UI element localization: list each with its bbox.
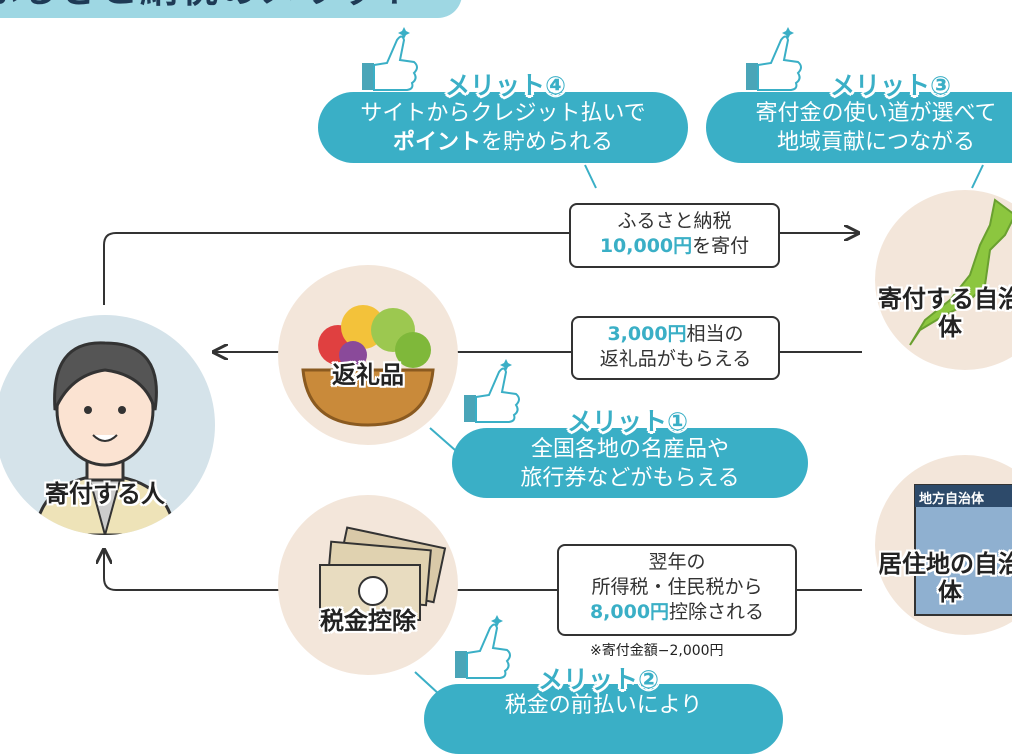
- tax-circle: 税金控除: [278, 495, 458, 675]
- title-banner: ふるさと納税のメリット: [0, 0, 462, 18]
- merit-1-line1: 全国各地の名産品や: [530, 437, 729, 462]
- person-illustration: [33, 341, 177, 535]
- merit-3-line2: 地域貢献につながる: [776, 130, 975, 155]
- fruit-basket-icon: [301, 305, 435, 427]
- resident-municipality-label: 居住地の自治体: [878, 550, 1012, 606]
- donation-line1: ふるさと納税: [617, 210, 732, 232]
- gift-box: 3,000円相当の 返礼品がもらえる: [571, 316, 780, 380]
- merit-4-line2: を貯められる: [481, 130, 614, 155]
- gift-suffix: 相当の: [686, 323, 744, 345]
- merit-2-heading: メリット②: [538, 665, 660, 694]
- deduction-line1: 翌年の: [648, 551, 706, 573]
- merit-4-pill: サイトからクレジット払いで ポイントを貯められる: [318, 92, 688, 163]
- deduction-box: 翌年の 所得税・住民税から 8,000円控除される: [557, 544, 797, 636]
- donation-box: ふるさと納税 10,000円を寄付: [569, 203, 780, 268]
- donor-label: 寄付する人: [45, 480, 165, 508]
- merit-4-heading: メリット④: [445, 71, 567, 100]
- donation-suffix: を寄付: [692, 235, 750, 257]
- merit-2-line1: 税金の前払いにより: [504, 693, 703, 718]
- merit-4-bold: ポイント: [392, 130, 481, 155]
- city-hall-icon: [914, 484, 1012, 616]
- deduction-amount: 8,000円: [589, 601, 670, 623]
- japan-map-icon: [909, 198, 1012, 346]
- municipality-sign: 地方自治体: [919, 492, 985, 507]
- deduction-note: ※寄付金額−2,000円: [590, 643, 724, 659]
- page-title: ふるさと納税のメリット: [0, 0, 420, 13]
- deduction-line2: 所得税・住民税から: [591, 576, 763, 598]
- donation-arrow: [103, 233, 858, 305]
- merit-3-line1: 寄付金の使い道が選べて: [755, 101, 997, 126]
- recipient-municipality-circle: 寄付する自治体: [875, 190, 1012, 370]
- tax-deduction-label: 税金控除: [320, 607, 416, 635]
- merit-3-heading: メリット③: [830, 71, 952, 100]
- gift-line2: 返礼品がもらえる: [599, 348, 752, 370]
- gift-amount: 3,000円: [607, 323, 687, 345]
- merit-1-line2: 旅行券などがもらえる: [520, 466, 740, 491]
- deduction-arrow: [104, 550, 862, 591]
- recipient-municipality-label: 寄付する自治体: [878, 285, 1012, 341]
- gift-circle: 返礼品: [278, 265, 458, 445]
- donation-amount: 10,000円: [599, 235, 693, 257]
- deduction-suffix: 控除される: [669, 601, 765, 623]
- merit-1-heading: メリット①: [567, 407, 689, 436]
- merit-3-pill: 寄付金の使い道が選べて 地域貢献につながる: [706, 92, 1012, 163]
- resident-municipality-circle: 地方自治体 居住地の自治体: [875, 455, 1012, 635]
- merit-4-line1: サイトからクレジット払いで: [360, 101, 646, 126]
- money-icon: [319, 526, 447, 621]
- gift-label: 返礼品: [332, 361, 404, 389]
- donor-circle: 寄付する人: [0, 315, 215, 535]
- merit-1-pill: 全国各地の名産品や 旅行券などがもらえる: [452, 428, 808, 498]
